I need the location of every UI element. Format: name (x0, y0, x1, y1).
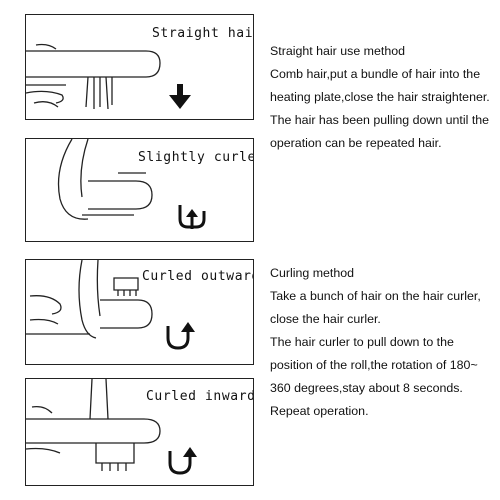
method-line: The hair has been pulling down until the (270, 113, 490, 127)
panel-label: Straight hair (152, 26, 254, 41)
curler-outwards-illustration (26, 260, 153, 339)
panel-label: Slightly curled (138, 150, 254, 165)
method-line: 360 degrees,stay about 8 seconds. (270, 381, 463, 395)
method-title: Straight hair use method (270, 44, 405, 58)
method-line: heating plate,close the hair straightene… (270, 90, 490, 104)
panel-slightly-curled: Slightly curled (25, 138, 254, 242)
curler-slight-illustration (57, 139, 153, 220)
curler-inwards-illustration (26, 379, 161, 471)
method-line: position of the roll,the rotation of 180… (270, 358, 478, 372)
method-line: Repeat operation. (270, 404, 369, 418)
curling-method-text: Curling method Take a bunch of hair on t… (270, 262, 498, 423)
panel-curled-outwards: Curled outwards (25, 259, 254, 365)
straight-hair-method-text: Straight hair use method Comb hair,put a… (270, 40, 498, 155)
panel-label: Curled outwards (142, 269, 253, 284)
method-line: Take a bunch of hair on the hair curler, (270, 289, 481, 303)
method-line: operation can be repeated hair. (270, 136, 442, 150)
method-line: Comb hair,put a bundle of hair into the (270, 67, 481, 81)
straightener-illustration (26, 43, 161, 110)
panel-straight-hair: Straight hair (25, 14, 254, 120)
method-line: close the hair curler. (270, 312, 381, 326)
panel-curled-inwards: Curled inwards (25, 378, 254, 486)
method-title: Curling method (270, 266, 355, 280)
panel-label: Curled inwards (146, 389, 254, 404)
method-line: The hair curler to pull down to the (270, 335, 454, 349)
